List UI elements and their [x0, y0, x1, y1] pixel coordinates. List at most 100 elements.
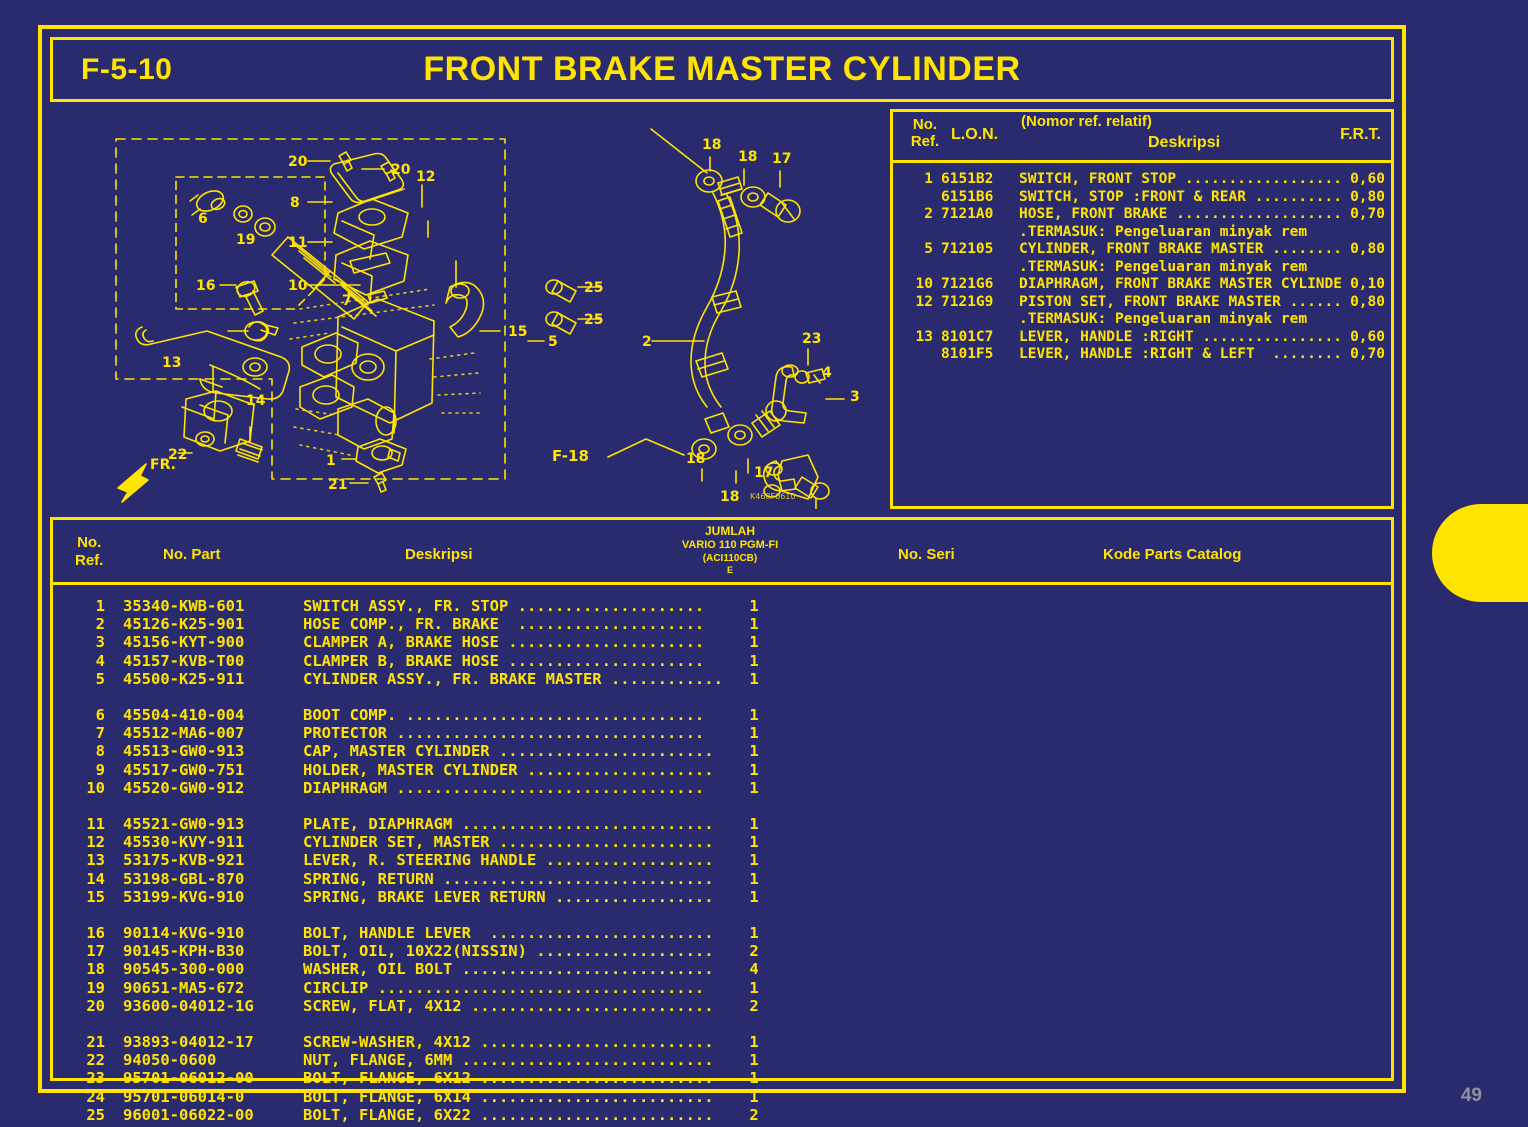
parts-cell-jumlah: 1: [749, 615, 759, 634]
parts-cell-no-part: 90545-300-000: [123, 960, 245, 979]
drawing-code-label: K468F0610: [750, 492, 795, 501]
parts-table: No. Ref. No. Part Deskripsi JUMLAH VARIO…: [50, 517, 1394, 1124]
frt-cell-deskripsi: PISTON SET, FRONT BRAKE MASTER .........…: [1019, 293, 1341, 310]
parts-cell-deskripsi: CLAMPER A, BRAKE HOSE ..................…: [303, 633, 705, 652]
frt-cell-lon: 7121G9: [941, 293, 994, 310]
svg-text:20: 20: [391, 162, 411, 178]
parts-cell-no-part: 45126-K25-901: [123, 615, 245, 634]
parts-cell-jumlah: 1: [749, 633, 759, 652]
parts-cell-jumlah: 1: [749, 887, 759, 906]
parts-cell-jumlah: 1: [749, 651, 759, 670]
frt-cell-lon: 8101F5: [941, 346, 994, 362]
parts-cell-no-part: 45512-MA6-007: [123, 724, 245, 743]
parts-cell-no-part: 53175-KVB-921: [123, 851, 245, 870]
frt-cell-deskripsi: CYLINDER, FRONT BRAKE MASTER ...........…: [1019, 241, 1341, 257]
parts-cell-jumlah: 1: [749, 833, 759, 852]
catalog-page: F-5-10 FRONT BRAKE MASTER CYLINDER: [38, 25, 1406, 1124]
cross-reference-label: F-18: [552, 447, 589, 465]
parts-cell-no-ref: 12: [86, 833, 105, 852]
frt-cell-deskripsi: .TERMASUK: Pengeluaran minyak rem: [1019, 223, 1308, 240]
frt-cell-frt: 0,70: [1350, 346, 1385, 362]
parts-header-deskripsi: Deskripsi: [405, 546, 473, 563]
parts-cell-deskripsi: CAP, MASTER CYLINDER ...................…: [303, 742, 714, 761]
svg-text:3: 3: [850, 389, 860, 405]
parts-cell-no-ref: 15: [86, 887, 105, 906]
parts-cell-deskripsi: CIRCLIP ................................…: [303, 978, 705, 997]
parts-cell-jumlah: 1: [749, 669, 759, 688]
frt-cell-deskripsi: .TERMASUK: Pengeluaran minyak rem: [1019, 258, 1308, 275]
parts-cell-deskripsi: BOLT, HANDLE LEVER .....................…: [303, 924, 714, 943]
parts-cell-no-ref: 6: [95, 706, 105, 725]
svg-text:4: 4: [822, 365, 832, 381]
parts-cell-jumlah: 1: [749, 869, 759, 888]
svg-text:8: 8: [290, 195, 300, 211]
frt-cell-deskripsi: LEVER, HANDLE :RIGHT ...................…: [1019, 328, 1341, 345]
parts-cell-deskripsi: CLAMPER B, BRAKE HOSE ..................…: [303, 651, 705, 670]
parts-header-kode-catalog: Kode Parts Catalog: [1103, 546, 1242, 563]
frt-cell-lon: 8101C7: [941, 328, 994, 345]
parts-cell-no-ref: 8: [95, 742, 105, 761]
table-row: 3 45156-KYT-900 CLAMPER A, BRAKE HOSE ....…: [53, 633, 1391, 651]
parts-cell-no-part: 45156-KYT-900: [123, 633, 245, 652]
svg-text:16: 16: [196, 278, 215, 294]
parts-group-spacer: [53, 906, 1391, 924]
svg-text:10: 10: [288, 278, 308, 294]
parts-cell-no-ref: 3: [95, 633, 105, 652]
frt-header-lon: L.O.N.: [951, 126, 999, 143]
frt-cell-frt: 0,70: [1350, 206, 1385, 222]
parts-cell-no-ref: 7: [95, 724, 105, 743]
parts-cell-deskripsi: BOLT, FLANGE, 6X22 .....................…: [303, 1105, 714, 1124]
parts-cell-jumlah: 1: [749, 978, 759, 997]
parts-cell-jumlah: 1: [749, 851, 759, 870]
parts-cell-no-part: 90114-KVG-910: [123, 924, 245, 943]
frt-cell-no-ref: 10: [915, 276, 933, 292]
parts-cell-deskripsi: CYLINDER ASSY., FR. BRAKE MASTER .......…: [303, 669, 723, 688]
parts-cell-deskripsi: SPRING, RETURN .........................…: [303, 869, 714, 888]
parts-cell-deskripsi: NUT, FLANGE, 6MM .......................…: [303, 1051, 714, 1070]
frt-cell-no-ref: 1: [924, 171, 933, 187]
parts-group-spacer: [53, 688, 1391, 706]
svg-text:18: 18: [702, 137, 721, 153]
parts-cell-jumlah: 1: [749, 760, 759, 779]
parts-cell-no-part: 45504-410-004: [123, 706, 245, 725]
parts-cell-no-ref: 11: [86, 815, 105, 834]
parts-cell-no-part: 93893-04012-17: [123, 1033, 254, 1052]
frt-cell-frt: 0,80: [1350, 241, 1385, 257]
frt-cell-no-ref: 13: [915, 328, 933, 345]
parts-cell-no-ref: 13: [86, 851, 105, 870]
frt-cell-lon: 6151B6: [941, 188, 994, 205]
page-number: 49: [1460, 1085, 1482, 1106]
page-side-tab: [1432, 504, 1528, 602]
frt-cell-deskripsi: LEVER, HANDLE :RIGHT & LEFT ............…: [1019, 346, 1341, 362]
parts-cell-jumlah: 1: [749, 1033, 759, 1052]
frt-cell-lon: 712105: [941, 241, 994, 257]
parts-cell-no-part: 94050-0600: [123, 1051, 217, 1070]
svg-text:17: 17: [772, 151, 791, 167]
frt-cell-lon: 7121G6: [941, 276, 994, 292]
frt-reference-table: No. Ref. L.O.N. (Nomor ref. relatif) Des…: [890, 109, 1394, 509]
parts-cell-no-part: 35340-KWB-601: [123, 597, 245, 615]
frt-cell-deskripsi: SWITCH, FRONT STOP .....................…: [1019, 171, 1341, 187]
svg-text:13: 13: [162, 355, 181, 371]
parts-header-no-seri: No. Seri: [898, 546, 955, 563]
parts-cell-jumlah: 1: [749, 815, 759, 834]
parts-cell-no-part: 95701-06012-00: [123, 1069, 254, 1088]
parts-cell-no-ref: 19: [86, 978, 105, 997]
frt-cell-no-ref: 5: [924, 241, 933, 257]
parts-cell-deskripsi: PROTECTOR ..............................…: [303, 724, 705, 743]
parts-cell-no-ref: 16: [86, 924, 105, 943]
parts-cell-deskripsi: BOLT, FLANGE, 6X14 .....................…: [303, 1087, 714, 1106]
